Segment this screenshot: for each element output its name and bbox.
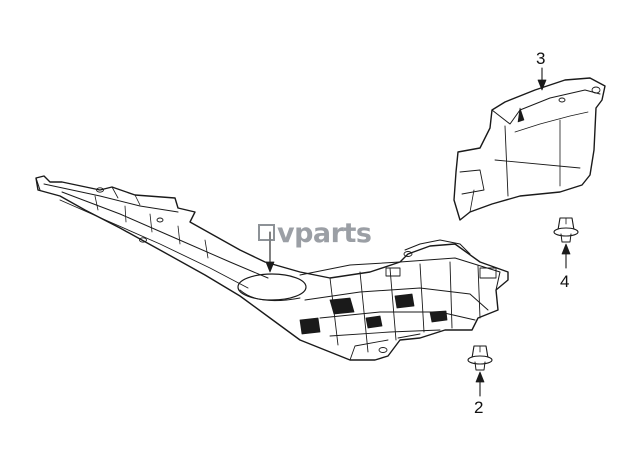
part-4-leader — [561, 243, 571, 269]
part-3-leader — [537, 67, 547, 91]
callout-label-2: 2 — [474, 398, 484, 417]
callout-label-3: 3 — [536, 49, 546, 68]
logo-mark-icon — [258, 224, 275, 241]
clip-part-2 — [467, 345, 493, 371]
watermark-text: vparts — [277, 218, 372, 249]
clip-part-4 — [553, 217, 579, 243]
watermark-logo: vparts — [258, 218, 372, 249]
side-cover-panel — [453, 77, 606, 221]
part-2-leader — [475, 371, 485, 397]
part-1-leader — [265, 231, 275, 273]
callout-label-4: 4 — [560, 272, 570, 291]
